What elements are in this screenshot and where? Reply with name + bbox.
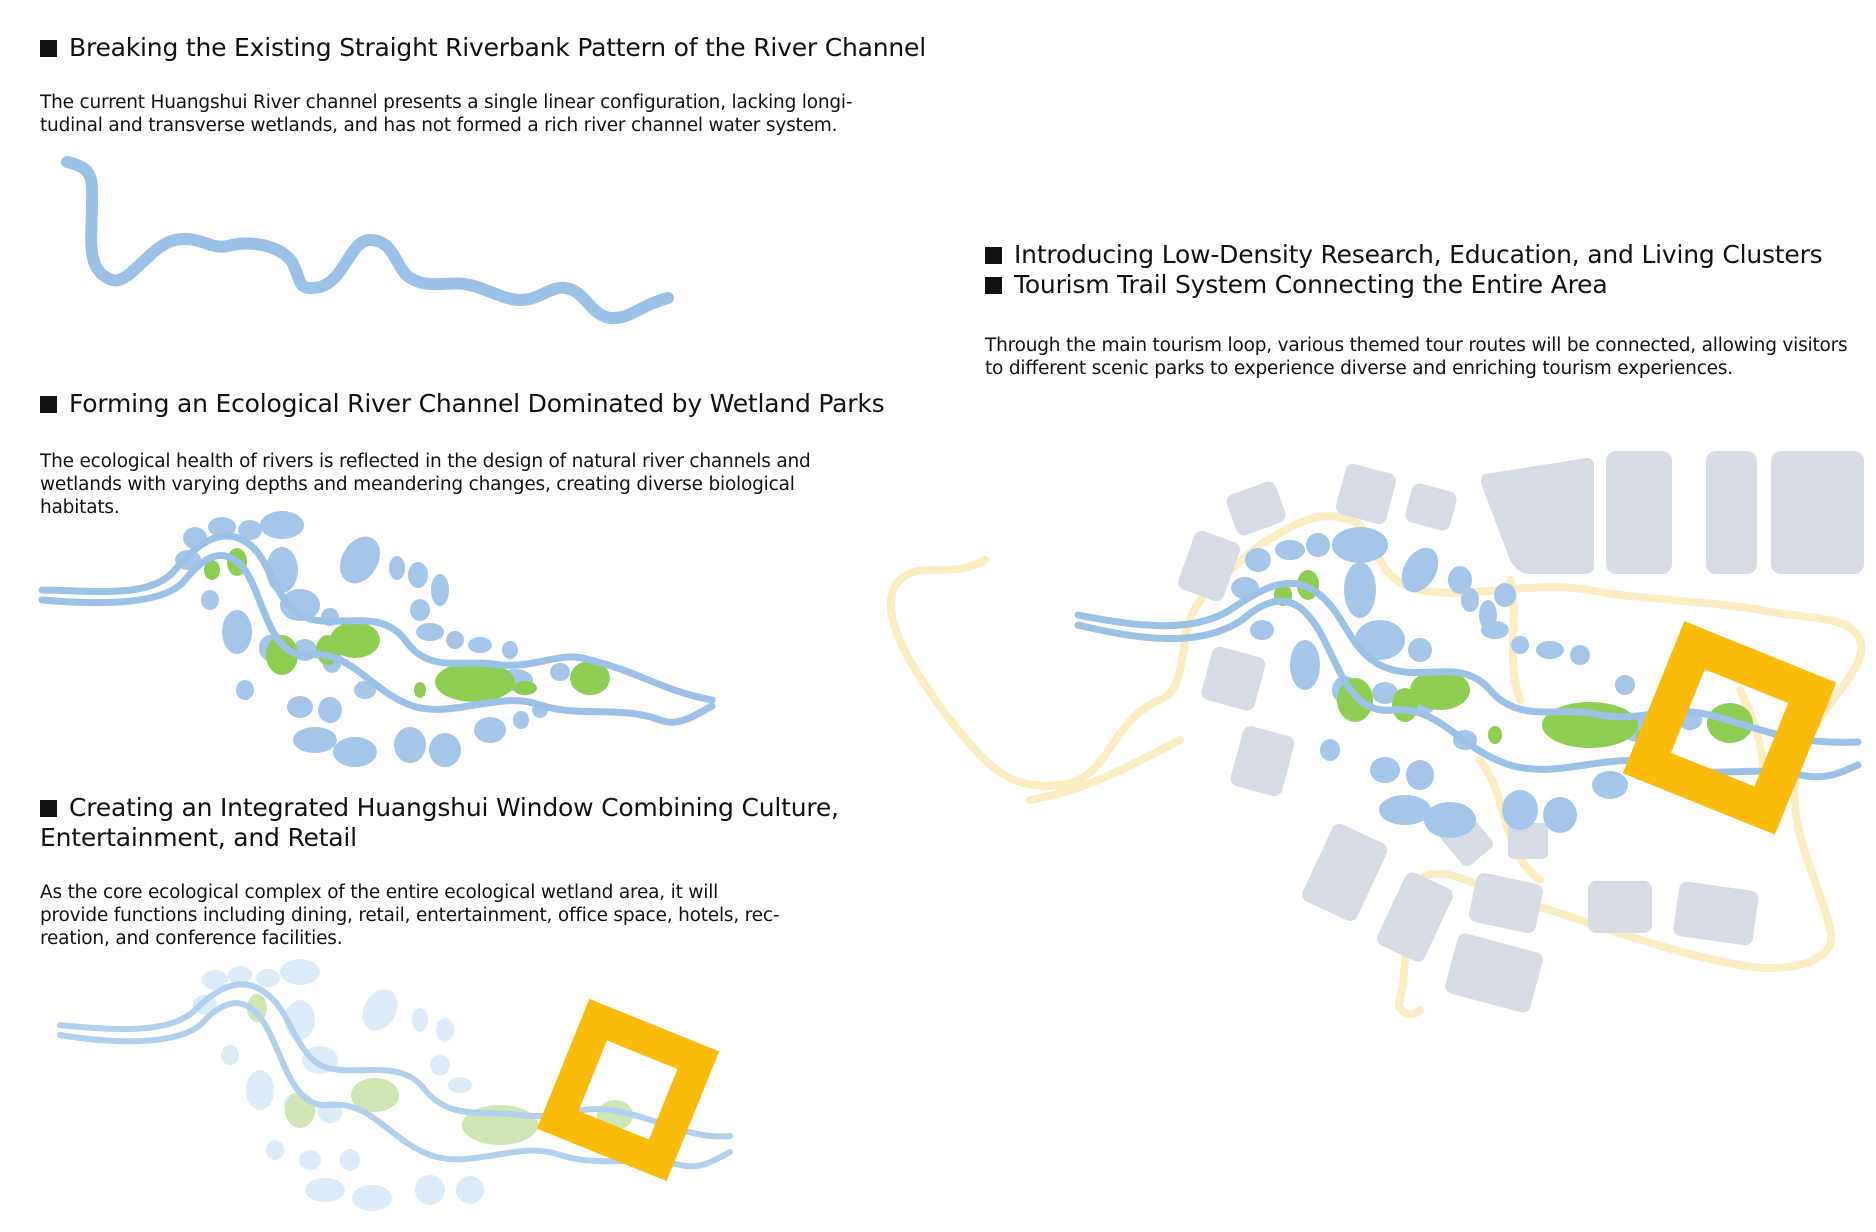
pond-cluster (175, 511, 570, 767)
window-complex-marker (536, 998, 720, 1182)
section-research-clusters-trail: Introducing Low-Density Research, Educat… (985, 240, 1848, 380)
section-description: The current Huangshui River channel pres… (40, 92, 853, 136)
section-description: As the core ecological complex of the en… (40, 882, 780, 949)
section-description: The ecological health of rivers is refle… (40, 451, 811, 518)
masterplan-window-complex-marker (1622, 621, 1837, 835)
section-heading: Forming an Ecological River Channel Domi… (40, 389, 885, 419)
section-description: Through the main tourism loop, various t… (985, 335, 1848, 379)
section-huangshui-window: Creating an Integrated Huangshui Window … (40, 793, 839, 950)
section-straight-riverbank: Breaking the Existing Straight Riverbank… (40, 33, 926, 137)
bullet-square-icon (40, 40, 57, 57)
river-channels (38, 532, 716, 726)
section-heading: Creating an Integrated Huangshui Window … (40, 793, 839, 852)
masterplan-pond-cluster (1231, 527, 1702, 838)
wetland-cluster (204, 548, 610, 702)
bullet-square-icon (40, 800, 57, 817)
bullet-square-icon (985, 247, 1002, 264)
section-heading: Introducing Low-Density Research, Educat… (985, 240, 1848, 300)
section-heading: Breaking the Existing Straight Riverbank… (40, 33, 926, 63)
masterplan-river-channels (1074, 579, 1862, 781)
bullet-square-icon (40, 396, 57, 413)
bullet-square-icon (985, 277, 1002, 294)
river-channel (61, 156, 674, 325)
section-ecological-channel: Forming an Ecological River Channel Domi… (40, 389, 885, 519)
building-blocks (1178, 451, 1864, 1013)
